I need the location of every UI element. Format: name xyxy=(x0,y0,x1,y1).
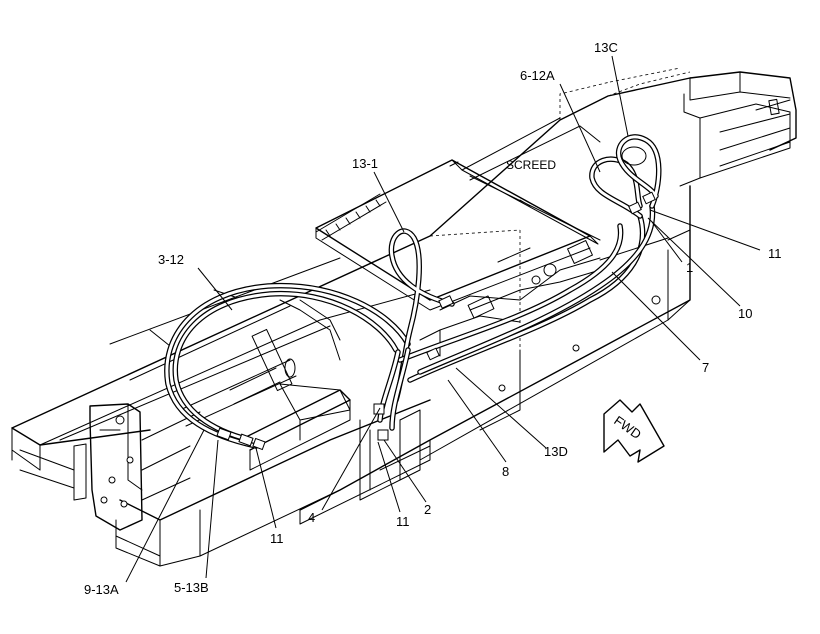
callout-6-12a: 6-12A xyxy=(520,68,555,83)
callout-13-1: 13-1 xyxy=(352,156,378,171)
callout-8: 8 xyxy=(502,464,509,479)
machine-frame xyxy=(11,67,797,567)
callout-11-left: 11 xyxy=(270,531,284,546)
screed-label: SCREED xyxy=(506,158,556,172)
callout-3-12: 3-12 xyxy=(158,252,184,267)
callout-10: 10 xyxy=(738,306,752,321)
callout-labels: 13C 6-12A 13-1 3-12 11 1 10 7 13D 8 2 11… xyxy=(84,40,782,597)
callout-13d: 13D xyxy=(544,444,568,459)
hydraulic-hoses xyxy=(164,134,662,449)
callout-2: 2 xyxy=(424,502,431,517)
callout-4: 4 xyxy=(308,510,315,525)
callout-5-13b: 5-13B xyxy=(174,580,209,595)
callout-11-right: 11 xyxy=(768,246,782,261)
callout-7: 7 xyxy=(702,360,709,375)
callout-11-mid: 11 xyxy=(396,514,410,529)
callout-9-13a: 9-13A xyxy=(84,582,119,597)
callout-13c: 13C xyxy=(594,40,618,55)
callout-1: 1 xyxy=(686,260,693,275)
forward-direction-arrow: FWD xyxy=(603,399,665,463)
leader-lines xyxy=(125,55,761,583)
